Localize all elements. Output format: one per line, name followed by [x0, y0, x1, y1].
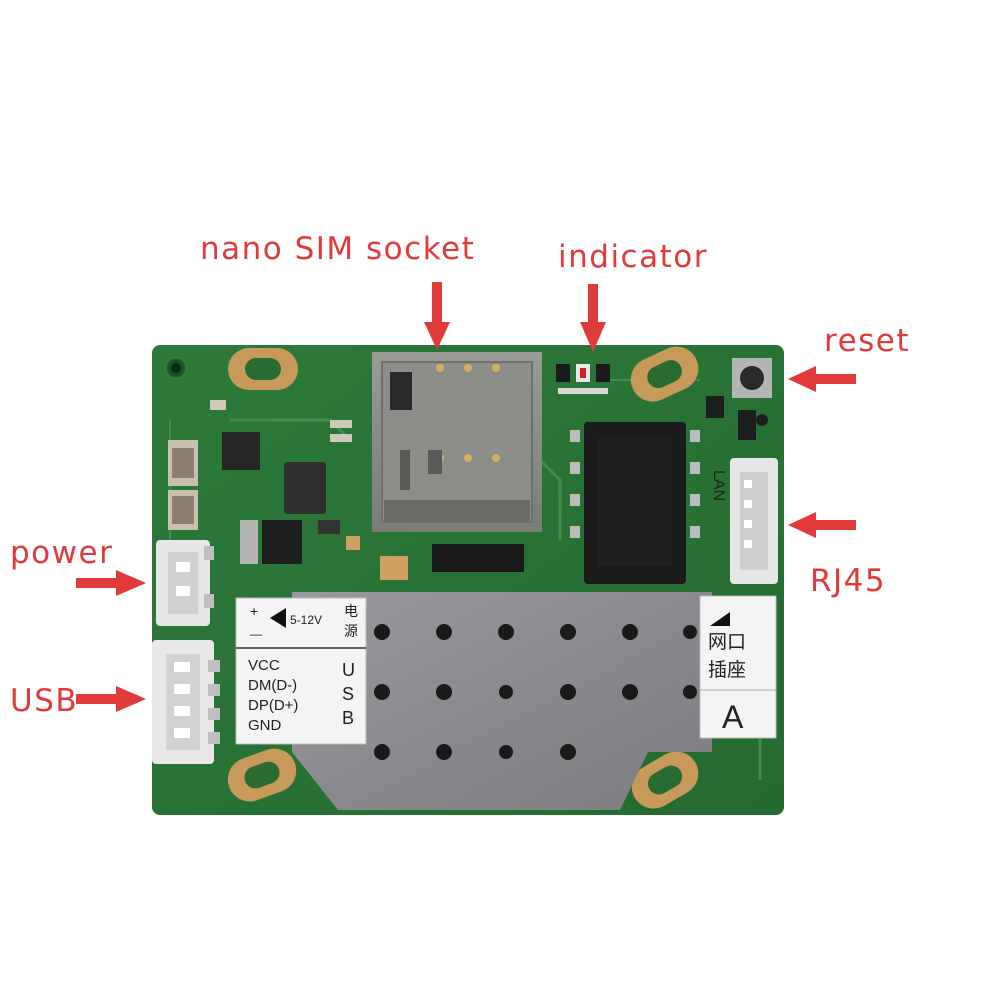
mounting-hole-bottom-left: [227, 748, 297, 802]
callout-power: power: [10, 535, 114, 571]
pin-header: [380, 544, 524, 580]
arrows: [76, 282, 856, 712]
power-components: [168, 400, 360, 564]
callout-usb: USB: [10, 683, 79, 719]
power-usb-label-sticker: [235, 597, 367, 745]
callout-reset: reset: [824, 323, 911, 359]
power-plus-text: +: [250, 603, 258, 619]
power-minus-text: —: [250, 627, 262, 641]
arrow-reset: [788, 366, 856, 392]
callout-rj45: RJ45: [810, 563, 887, 599]
reset-button: [706, 358, 772, 440]
arrow-rj45: [788, 512, 856, 538]
usb-gnd-text: GND: [248, 717, 282, 734]
usb-vcc-text: VCC: [248, 657, 280, 674]
arrow-indicator: [580, 284, 606, 352]
callout-indicator: indicator: [558, 239, 708, 275]
usb-u-text: U: [342, 660, 355, 680]
usb-dp-text: DP(D+): [248, 697, 298, 714]
lan-silkscreen: LAN: [710, 470, 727, 501]
arrow-power: [76, 570, 146, 596]
power-voltage-text: 5-12V: [290, 613, 322, 627]
arrow-usb: [76, 686, 146, 712]
ethernet-transformer: [570, 422, 700, 584]
usb-connector: [152, 640, 220, 764]
net-a-text: A: [722, 699, 744, 735]
indicator-leds: [556, 364, 610, 394]
sim-socket: [372, 352, 542, 532]
net-cn-text-1: 网口: [708, 632, 746, 653]
usb-b-text: B: [342, 708, 354, 728]
mounting-hole-top-right: [630, 346, 699, 402]
arrow-nano-sim: [424, 282, 450, 350]
mounting-hole-top-left: [228, 348, 298, 390]
callout-nano-sim-socket: nano SIM socket: [200, 231, 476, 267]
power-cn-text-2: 源: [344, 623, 358, 639]
usb-s-text: S: [342, 684, 354, 704]
power-cn-text-1: 电: [344, 603, 358, 619]
net-cn-text-2: 插座: [708, 659, 746, 681]
network-port-label-sticker: [699, 595, 777, 739]
rf-shield: [292, 592, 712, 810]
power-connector: [156, 540, 214, 626]
usb-dm-text: DM(D-): [248, 677, 297, 694]
lan-connector: [730, 458, 778, 584]
mounting-hole-bottom-right: [631, 751, 699, 809]
